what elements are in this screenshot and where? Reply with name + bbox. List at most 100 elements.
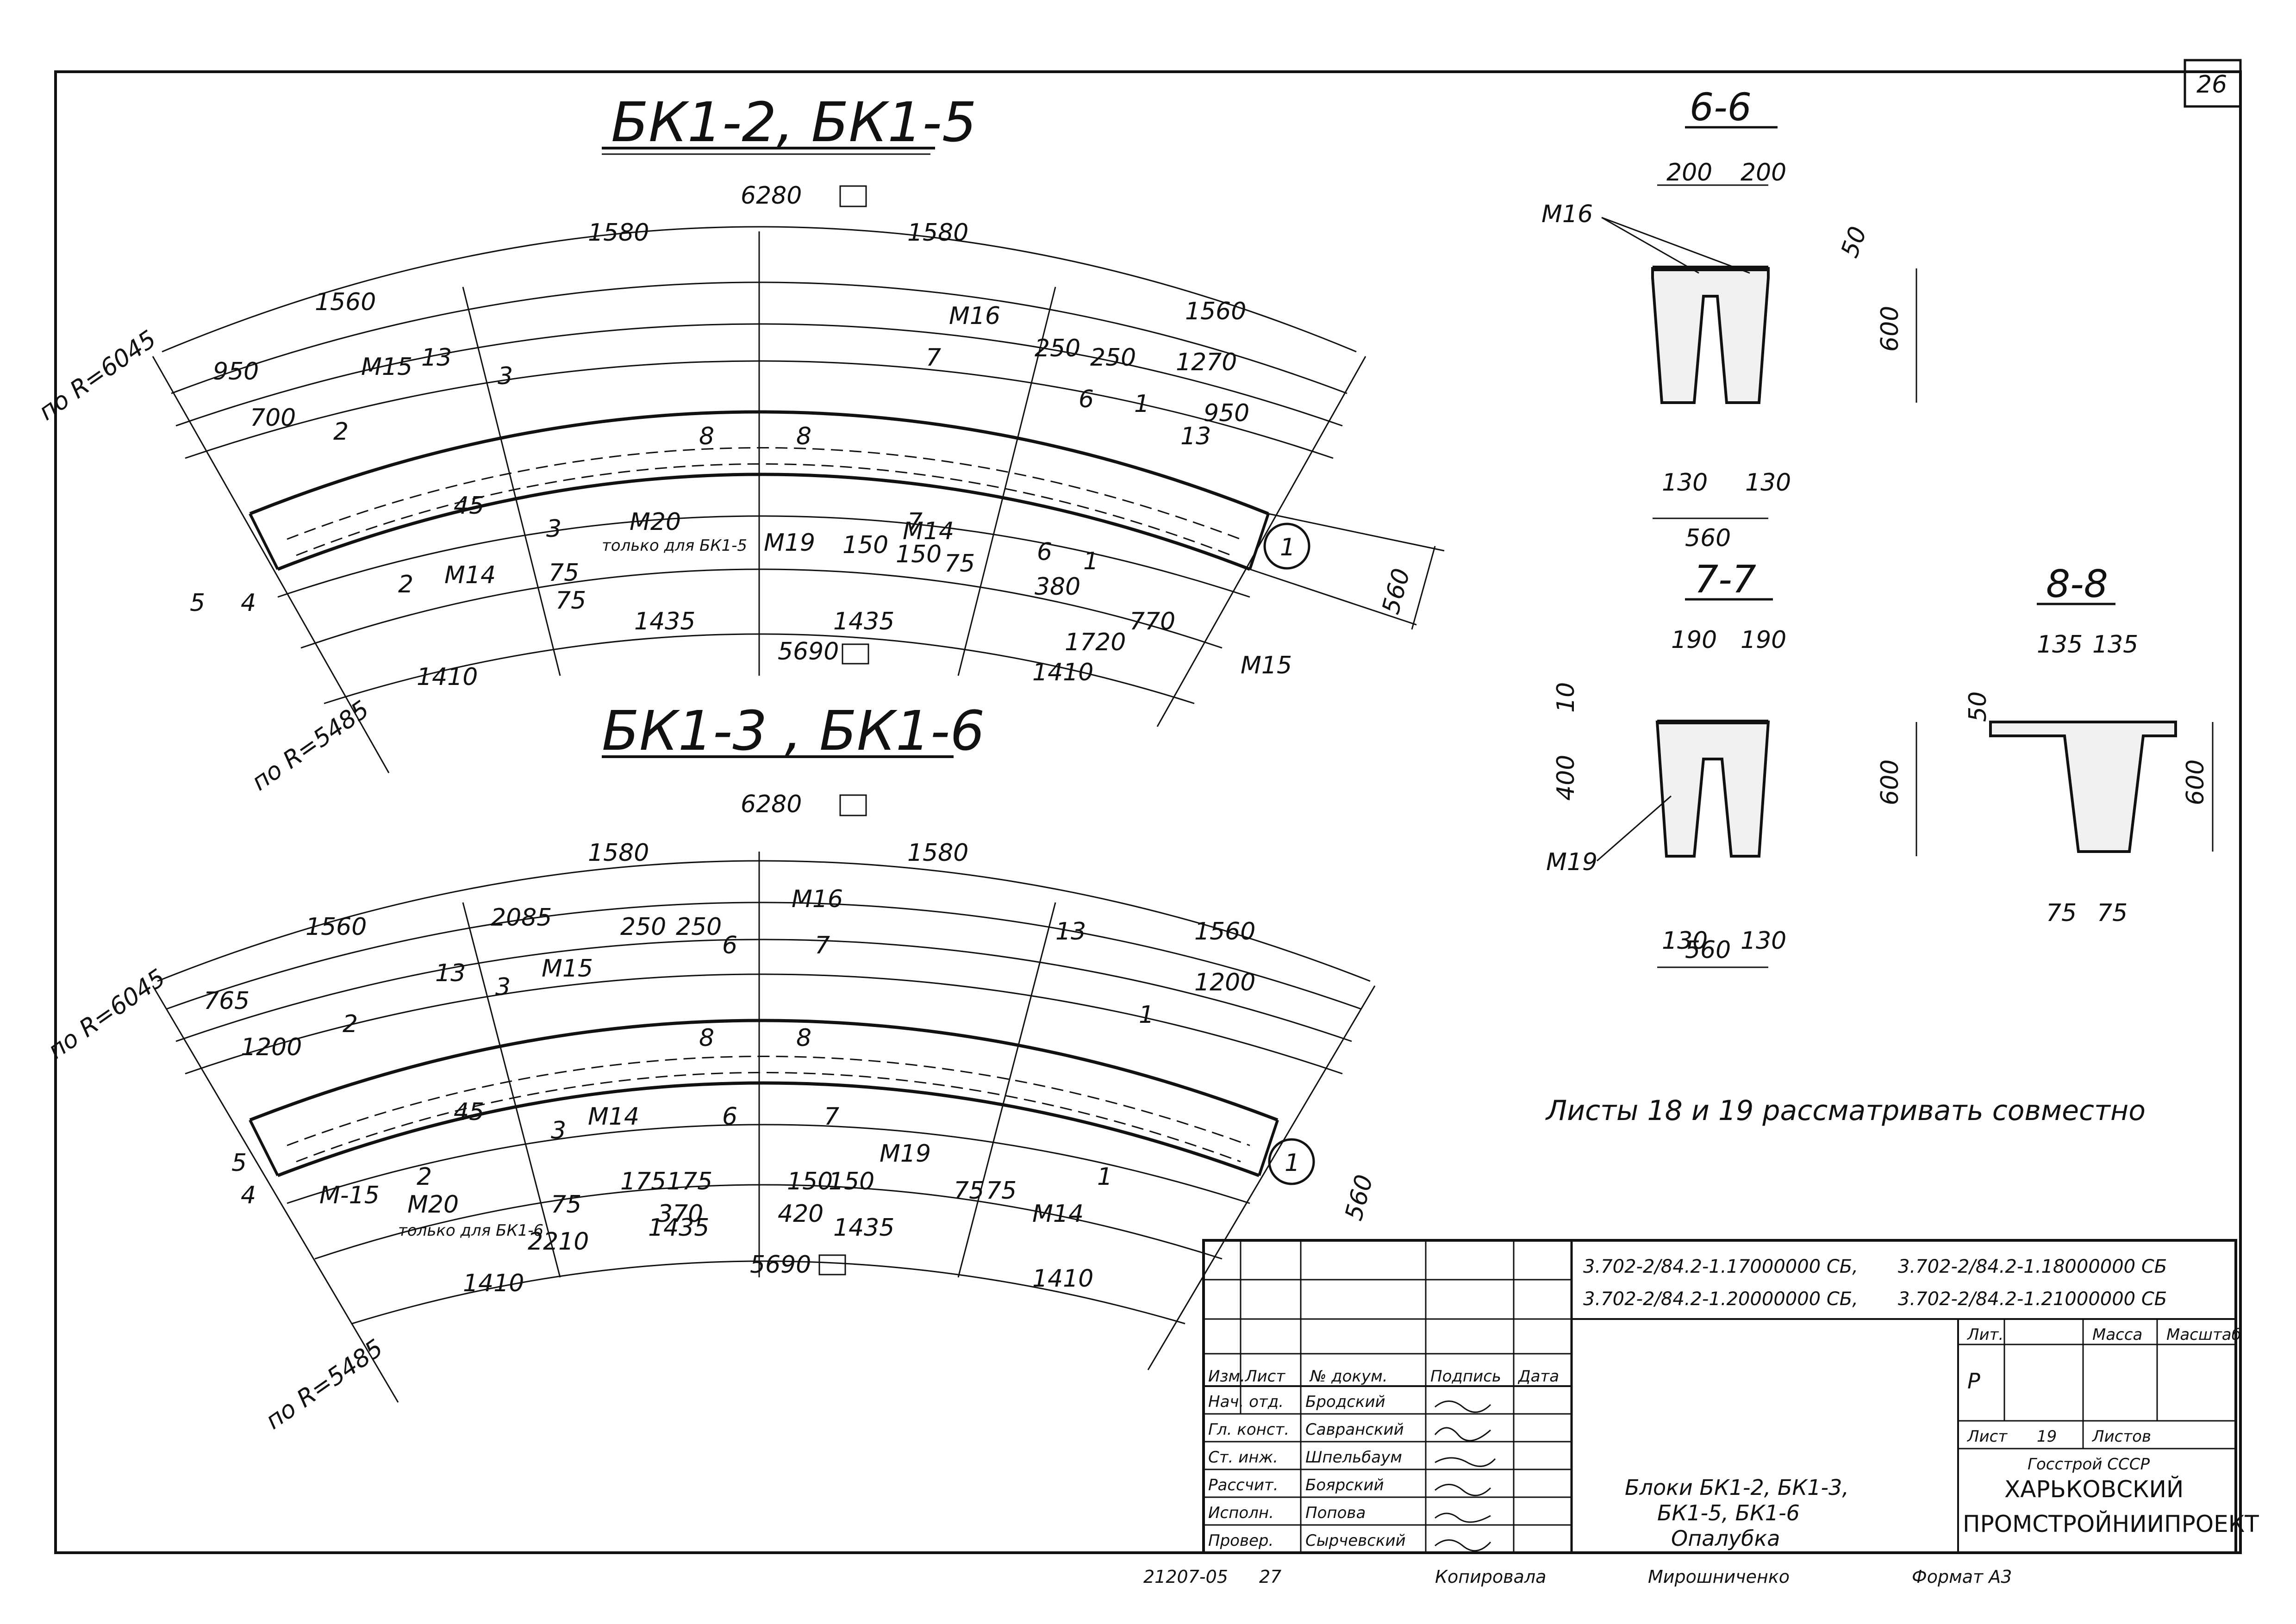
- plan-bottom-dim-box: [839, 794, 867, 816]
- plan-top-seg-b3: 1435: [833, 608, 894, 635]
- plan-top-radial-left: [152, 356, 390, 773]
- plan-bottom-seg-3: 1580: [907, 839, 968, 867]
- tb-org-1: Госстрой СССР: [2028, 1455, 2150, 1474]
- plan-top-dim-950b: 950: [1204, 399, 1249, 427]
- section-66-top-right: 200: [1741, 159, 1786, 187]
- plan-top-ref-8b: 8: [796, 423, 811, 450]
- plan-bottom-outer-edge: [249, 1019, 1279, 1122]
- plan-bottom-radial-right: [1147, 985, 1376, 1370]
- plan-top-dim-250b: 250: [1090, 344, 1136, 372]
- plan-bottom-dim-5690-box: [818, 1254, 846, 1276]
- plan-bottom-radial-2: [957, 902, 1056, 1278]
- plan-bottom-ref-m20: М20: [407, 1191, 459, 1219]
- section-6-6: 6-6 200 200 130 130 560 600 50 М16: [1541, 86, 1917, 552]
- plan-top-dim-box: [839, 185, 867, 207]
- plan-bottom-ref-m16: М16: [792, 885, 843, 913]
- plan-top-left-end: [249, 513, 279, 570]
- plan-bottom-seg-2: 1580: [588, 839, 649, 867]
- plan-top-ref-m15b: М15: [1241, 652, 1292, 679]
- plan-bottom-ref-13b: 13: [1055, 918, 1086, 946]
- plan-top-title: БК1-2, БК1-5: [611, 90, 977, 154]
- plan-bottom-dim-arc-6280: [157, 860, 1371, 982]
- plan-bottom-annotation: только для БК1-6: [398, 1221, 543, 1240]
- tb-stage-mass: Масса: [2092, 1325, 2142, 1344]
- plan-top-dim-1720: 1720: [1065, 628, 1126, 656]
- plan-bottom-dim-75a: 75: [551, 1191, 581, 1219]
- plan-bottom-dim-150a: 150: [787, 1168, 833, 1195]
- tb-role-2: Гл. конст.: [1208, 1420, 1289, 1439]
- plan-bottom-dim-250b: 250: [676, 913, 722, 941]
- title-block: 3.702-2/84.2-1.17000000 СБ, 3.702-2/84.2…: [1202, 1239, 2259, 1554]
- plan-top-dim-75b: 75: [555, 587, 586, 615]
- plan-top-ref-3: 3: [498, 362, 513, 390]
- section-8-8: 8-8 135 135 75 75 600 50: [1964, 562, 2214, 927]
- footer-format: Формат А3: [1912, 1567, 2012, 1587]
- title-block-frame: [1202, 1239, 2237, 1554]
- tb-stage-lit: Лит.: [1966, 1325, 2003, 1344]
- plan-bottom-ref-2b: 2: [417, 1163, 432, 1191]
- plan-top-ref-13b: 13: [1180, 423, 1211, 450]
- plan-bottom-dim-arc-inner-2: [185, 973, 1343, 1075]
- plan-top-dim-770: 770: [1129, 608, 1175, 635]
- tb-stage-scale: Масштаб: [2166, 1325, 2241, 1344]
- plan-bottom-width: 560: [1340, 1172, 1379, 1223]
- section-77-height: 600: [1876, 759, 1904, 805]
- plan-top: БК1-2, БК1-5 6280 1560 1580 1580: [34, 90, 1445, 796]
- section-77-inner: 400: [1552, 755, 1580, 801]
- plan-bottom-ref-1: 1: [1139, 1001, 1154, 1029]
- plan-top-inner-edge: [277, 473, 1251, 571]
- tb-signature-5: [1435, 1512, 1491, 1523]
- section-66-flange-dim: 50: [1836, 223, 1872, 261]
- tb-drawing-title-2: БК1-5, БК1-6: [1657, 1500, 1800, 1525]
- plan-top-callout: 1: [1280, 534, 1295, 561]
- plan-bottom-dim-6280: 6280: [741, 790, 802, 818]
- plan-top-dim-1270: 1270: [1176, 348, 1237, 376]
- plan-top-ref-2: 2: [398, 571, 413, 598]
- tb-head-list: Лист: [1244, 1367, 1285, 1386]
- plan-bottom-left-end: [249, 1119, 279, 1176]
- tb-head-izm: Изм.: [1208, 1367, 1245, 1386]
- plan-top-seg-4: 1560: [1185, 298, 1246, 325]
- plan-top-dim-6280: 6280: [741, 182, 802, 210]
- plan-bottom-ref-2: 2: [343, 1010, 358, 1038]
- plan-bottom-dim-arc-bottom-1: [287, 1124, 1250, 1204]
- plan-bottom-dim-1200a: 1200: [241, 1033, 302, 1061]
- plan-bottom-dim-370: 370: [657, 1200, 703, 1228]
- plan-top-ref-m16: М16: [949, 302, 1000, 330]
- section-88-title: 8-8: [2046, 562, 2108, 606]
- plan-top-dim-700: 700: [250, 404, 296, 432]
- tb-name-2: Савранский: [1305, 1420, 1404, 1439]
- plan-bottom-radial-1: [462, 902, 561, 1278]
- section-66-leader-2: [1601, 217, 1750, 274]
- plan-top-dim-5690: 5690: [778, 638, 839, 666]
- section-66-height: 600: [1876, 306, 1904, 352]
- plan-top-ref-5: 5: [190, 589, 205, 617]
- plan-bottom-dim-arc-5690: [351, 1260, 1185, 1325]
- plan-bottom-dim-5690: 5690: [750, 1251, 811, 1279]
- plan-bottom-callout: 1: [1285, 1149, 1300, 1177]
- section-66-ref: М16: [1541, 200, 1593, 228]
- plan-bottom-ref-3: 3: [495, 973, 511, 1001]
- plan-top-hidden-line-1: [287, 447, 1241, 540]
- plan-bottom-radius-outer: по R=6045: [43, 964, 171, 1065]
- tb-code-3: 3.702-2/84.2-1.20000000 СБ,: [1583, 1288, 1858, 1310]
- plan-bottom-ref-m14b: М14: [1032, 1200, 1084, 1228]
- plan-top-ref-3b: 3: [546, 515, 562, 543]
- plan-top-dim-45: 45: [454, 492, 484, 520]
- plan-top-dim-5690-box: [842, 643, 869, 665]
- tb-sheet-no: 19: [2037, 1427, 2057, 1446]
- plan-bottom-callout-circle: [1268, 1138, 1315, 1185]
- plan-top-radius-inner: по R=5485: [247, 696, 374, 796]
- plan-bottom-hidden-line-1: [287, 1056, 1250, 1146]
- section-77-shape: [1655, 721, 1770, 858]
- plan-top-dim-950a: 950: [213, 358, 259, 386]
- tb-signature-2: [1434, 1427, 1491, 1442]
- plan-bottom-seg-b4: 1410: [1032, 1265, 1093, 1293]
- plan-top-dim-150b: 150: [896, 541, 942, 568]
- plan-top-seg-b4: 1410: [1032, 659, 1093, 686]
- plan-bottom-dim-175a: 175: [620, 1168, 666, 1195]
- plan-bottom-seg-b2: 1435: [648, 1214, 709, 1242]
- plan-bottom-radial-left: [152, 985, 399, 1403]
- tb-head-sign: Подпись: [1430, 1367, 1501, 1386]
